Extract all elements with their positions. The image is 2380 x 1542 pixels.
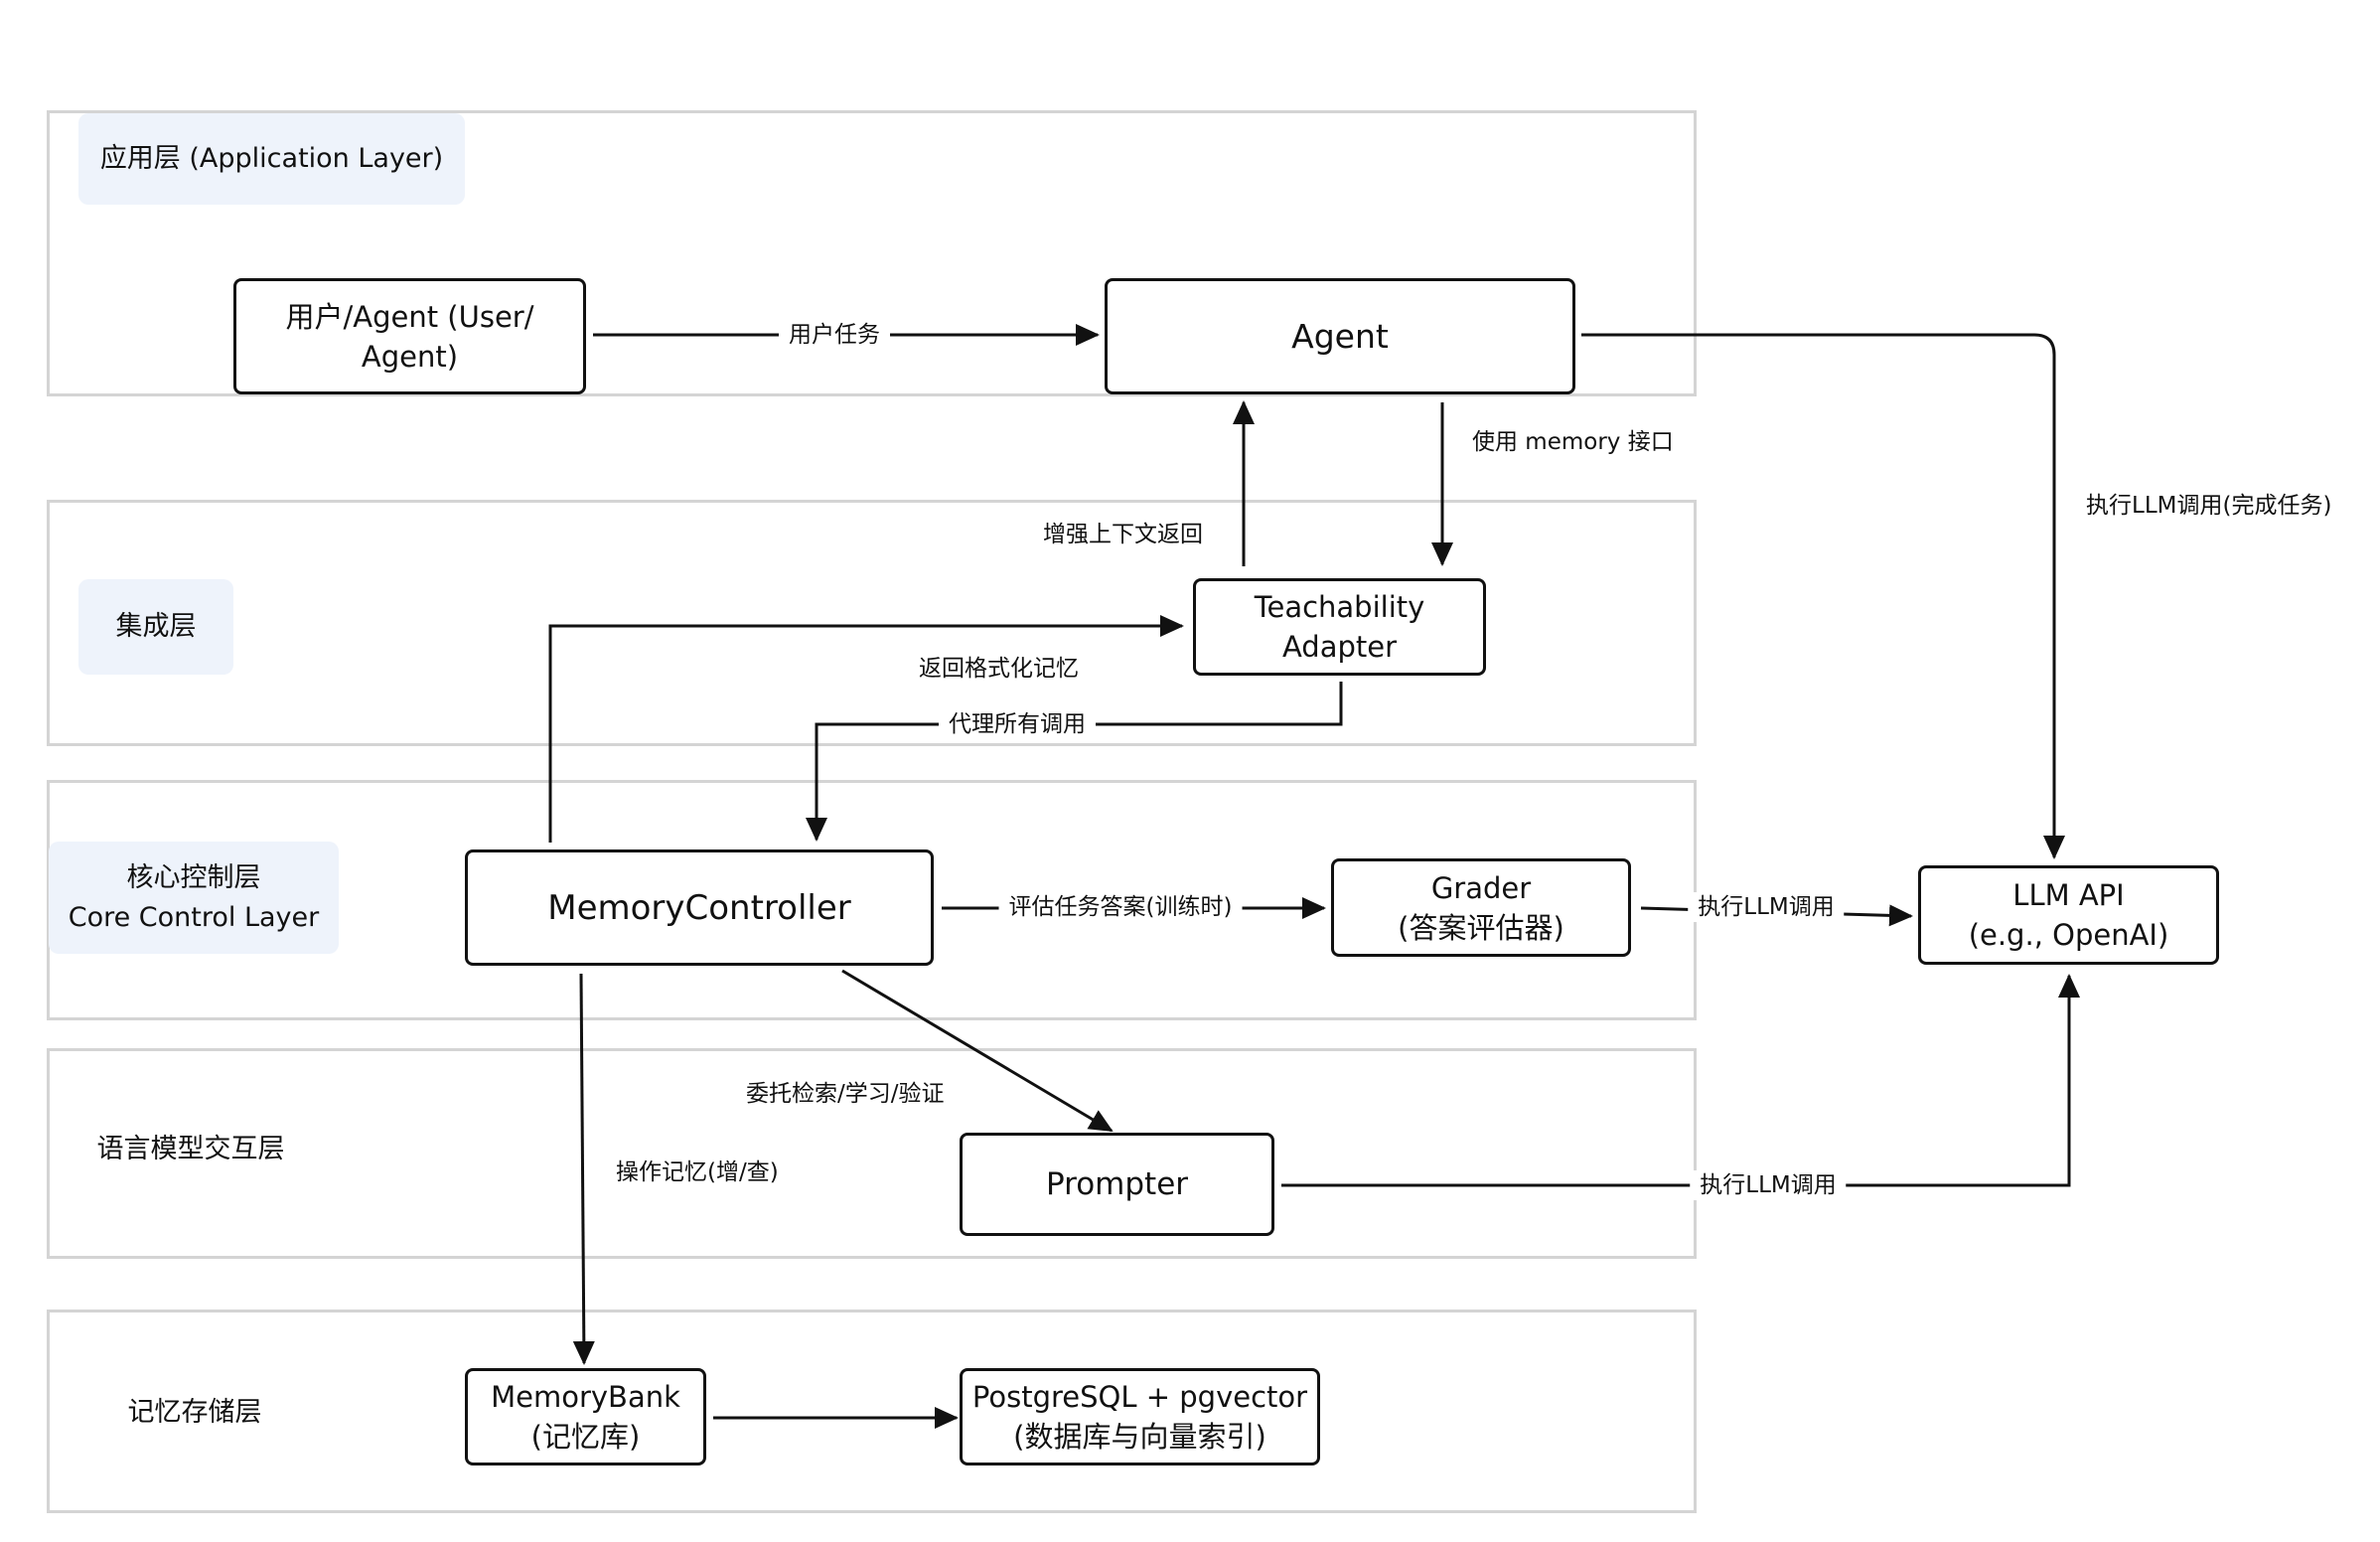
- label-evaluate-answer: 评估任务答案(训练时): [998, 892, 1243, 922]
- memory-bank-node[interactable]: MemoryBank (记忆库): [465, 1368, 706, 1465]
- language-model-layer-label: 语言模型交互层: [96, 1134, 285, 1164]
- label-execute-llm-complete-task: 执行LLM调用(完成任务): [2086, 493, 2332, 519]
- grader-node-line1: Grader: [1430, 870, 1532, 905]
- user-agent-node[interactable]: 用户/Agent (User/ Agent): [233, 278, 586, 394]
- prompter-node[interactable]: Prompter: [960, 1133, 1274, 1236]
- label-enhanced-context-return: 增强上下文返回: [1043, 522, 1203, 547]
- postgres-node[interactable]: PostgreSQL + pgvector (数据库与向量索引): [960, 1368, 1320, 1465]
- language-model-layer: [47, 1048, 1697, 1259]
- user-agent-node-line2: Agent): [361, 339, 459, 374]
- integration-layer-label: 集成层: [78, 579, 233, 675]
- label-proxy-all-calls: 代理所有调用: [939, 709, 1096, 739]
- memory-storage-layer-label: 记忆存储层: [127, 1397, 262, 1428]
- edge-operate-memory: [572, 973, 595, 1365]
- memory-controller-node[interactable]: MemoryController: [465, 849, 934, 966]
- agent-node[interactable]: Agent: [1105, 278, 1575, 394]
- memory-storage-layer: [47, 1310, 1697, 1513]
- label-user-task: 用户任务: [779, 320, 890, 350]
- edge-proxy-all-calls: [806, 682, 1343, 842]
- teachability-adapter-node-line2: Adapter: [1281, 630, 1398, 664]
- edge-delegate: [841, 969, 1114, 1133]
- llm-api-node[interactable]: LLM API (e.g., OpenAI): [1918, 865, 2219, 965]
- user-agent-node-line1: 用户/Agent (User/: [285, 299, 534, 334]
- edge-return-formatted-memory: [548, 615, 1184, 843]
- label-return-formatted-memory: 返回格式化记忆: [919, 656, 1079, 682]
- teachability-adapter-node[interactable]: Teachability Adapter: [1193, 578, 1486, 676]
- postgres-node-line1: PostgreSQL + pgvector: [971, 1380, 1308, 1414]
- label-prompter-llm-call: 执行LLM调用: [1690, 1170, 1847, 1200]
- core-layer-label-line1: 核心控制层: [126, 861, 261, 893]
- teachability-adapter-node-line1: Teachability: [1254, 590, 1425, 624]
- core-layer-label-line2: Core Control Layer: [68, 901, 320, 933]
- postgres-node-line2: (数据库与向量索引): [1013, 1420, 1266, 1454]
- core-control-layer-label: 核心控制层 Core Control Layer: [49, 842, 339, 954]
- label-grader-llm-call: 执行LLM调用: [1688, 892, 1845, 922]
- memory-bank-node-line1: MemoryBank: [491, 1380, 680, 1414]
- label-use-memory-interface: 使用 memory 接口: [1472, 429, 1674, 455]
- llm-api-node-line1: LLM API: [2012, 878, 2125, 912]
- grader-node[interactable]: Grader (答案评估器): [1331, 858, 1631, 957]
- edge-execute-llm-complete-task: [1581, 333, 2065, 859]
- edge-prompter-llm-call: [1281, 974, 2080, 1187]
- application-layer-label: 应用层 (Application Layer): [78, 113, 465, 205]
- memory-bank-node-line2: (记忆库): [530, 1420, 641, 1454]
- label-delegate: 委托检索/学习/验证: [746, 1081, 945, 1107]
- llm-api-node-line2: (e.g., OpenAI): [1968, 918, 2169, 952]
- grader-node-line2: (答案评估器): [1398, 910, 1564, 945]
- label-operate-memory: 操作记忆(增/查): [616, 1159, 779, 1185]
